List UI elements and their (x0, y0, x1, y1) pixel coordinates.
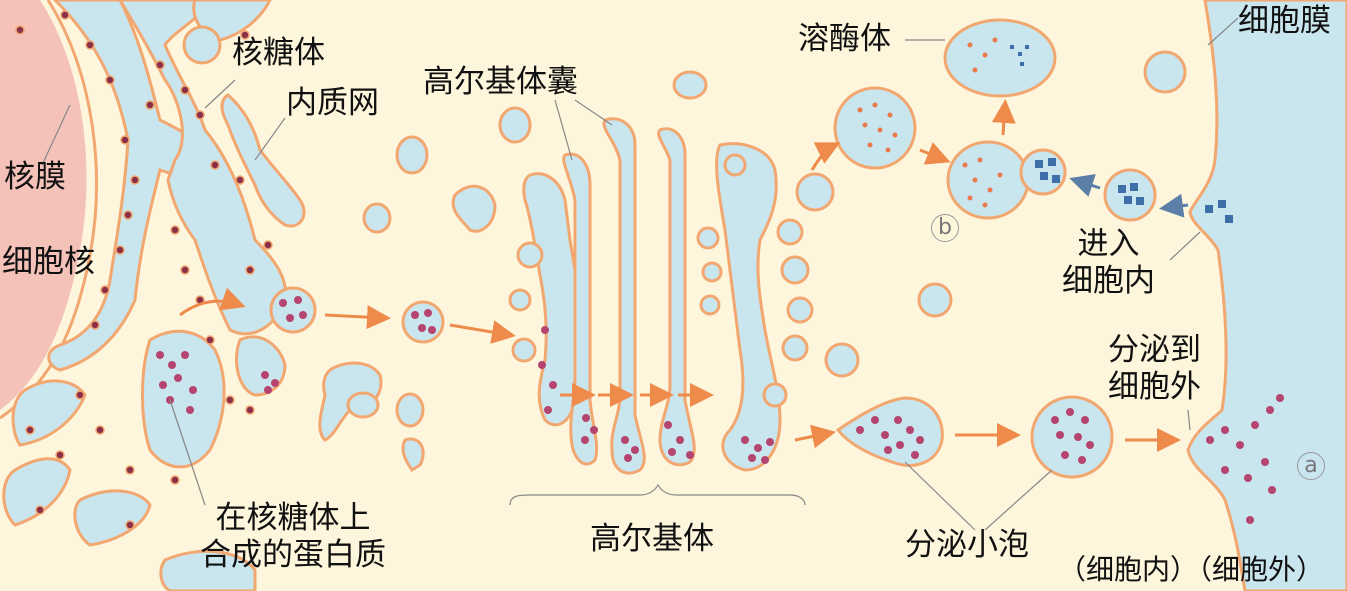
label-enter-cell-line2: 细胞内 (1062, 263, 1155, 300)
label-secretory-vesicle: 分泌小泡 (905, 527, 1029, 563)
label-ribosome: 核糖体 (232, 35, 325, 71)
label-enter-cell: 进入 细胞内 (1062, 226, 1155, 300)
golgi-apparatus (508, 117, 814, 475)
label-secrete-out-line2: 细胞外 (1108, 369, 1201, 406)
pathway-arrows (179, 99, 1181, 452)
marker-b: b (931, 214, 959, 242)
golgi-brace (509, 483, 806, 506)
protein-dots (156, 296, 1284, 524)
label-cell-membrane: 细胞膜 (1238, 3, 1331, 39)
nucleus (0, 0, 87, 410)
label-protein-synthesis-line1: 在核糖体上 (215, 500, 371, 536)
free-vesicles (182, 25, 1187, 473)
label-nucleus: 细胞核 (2, 244, 95, 280)
label-golgi-cisternae: 高尔基体囊 (423, 64, 578, 100)
endoplasmic-reticulum (2, 0, 383, 591)
label-lysosome: 溶酶体 (798, 21, 891, 57)
enzyme-dots (857, 37, 1003, 208)
absorbed-particles (1010, 45, 1233, 223)
marker-a: a (1297, 452, 1325, 480)
label-er: 内质网 (286, 85, 379, 121)
leader-lines (41, 17, 1239, 531)
label-enter-cell-line1: 进入 (1077, 226, 1140, 262)
label-protein-synthesis: 在核糖体上 合成的蛋白质 (200, 500, 386, 574)
label-protein-synthesis-line2: 合成的蛋白质 (200, 537, 386, 574)
label-inside-outside: （细胞内）（细胞外） (1058, 553, 1325, 586)
uptake-arrows (1069, 174, 1189, 218)
secretory-vesicles (835, 395, 1114, 479)
label-nuclear-envelope: 核膜 (4, 159, 66, 195)
cell-membrane (1186, 0, 1347, 591)
label-golgi: 高尔基体 (590, 521, 714, 557)
label-secrete-out: 分泌到 细胞外 (1108, 332, 1201, 406)
label-secrete-out-line1: 分泌到 (1108, 332, 1201, 368)
nuclear-envelope (0, 0, 98, 420)
